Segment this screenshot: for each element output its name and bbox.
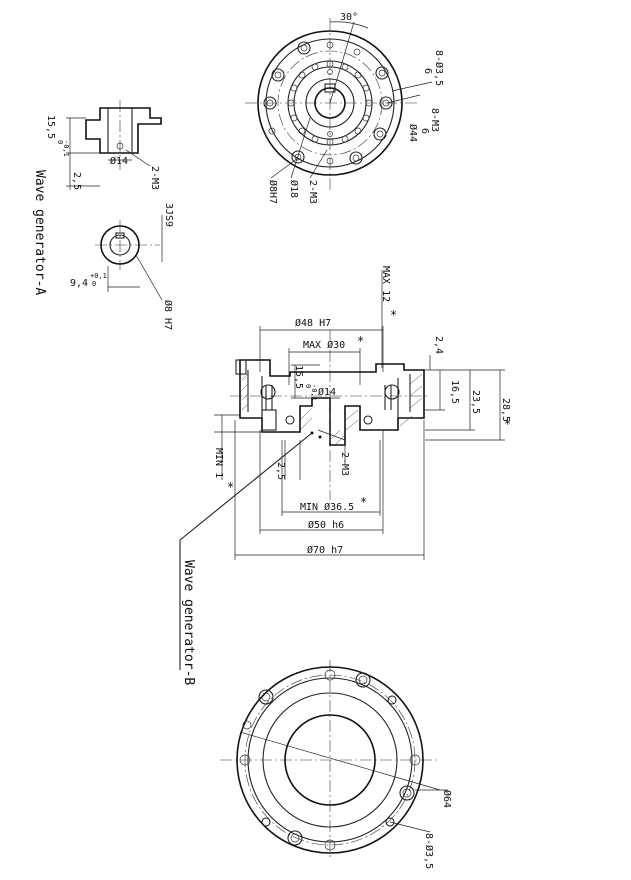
hole-leader bbox=[391, 81, 433, 92]
wga-title: Wave generator-A bbox=[32, 170, 47, 295]
wgb-title: Wave generator-B bbox=[181, 560, 196, 685]
bolt-depth-label: 6 bbox=[422, 68, 433, 74]
wga-hub-dia: Ø14 bbox=[110, 155, 128, 167]
section-view bbox=[179, 270, 505, 670]
dia-50: Ø50 h6 bbox=[308, 519, 344, 531]
section-taps: 2-M3 bbox=[339, 452, 350, 476]
wga-height: 15,5 bbox=[45, 115, 56, 139]
wga-tol-upper: 0 bbox=[56, 140, 64, 144]
bore-fit-label: Ø8H7 bbox=[267, 180, 279, 204]
star-2: * bbox=[357, 334, 364, 348]
dim-24: 2,4 bbox=[433, 336, 444, 354]
flange-step-circle bbox=[265, 38, 395, 168]
tapped-depth-label: 6 bbox=[419, 128, 430, 134]
wga-keyway: 3JS9 bbox=[163, 203, 174, 227]
star-5: * bbox=[360, 495, 367, 509]
bearing-balls bbox=[287, 60, 373, 146]
bolt-holes-large bbox=[263, 41, 393, 165]
wga-taps: 2-M3 bbox=[149, 166, 160, 190]
bottom-holes-label: 8-Ø3,5 bbox=[423, 833, 435, 869]
keyway bbox=[324, 83, 336, 93]
star-3: * bbox=[504, 417, 511, 431]
dim-155-tol-upper: 0 bbox=[304, 384, 312, 388]
dim-25: 2,5 bbox=[275, 462, 286, 480]
min-dia: MIN Ø36.5 bbox=[300, 501, 354, 513]
dim-155-tol-lower: -0,1 bbox=[310, 384, 318, 401]
bore-circle bbox=[314, 87, 346, 119]
bottom-pcd: Ø64 bbox=[441, 790, 453, 808]
dim-155: 15,5 bbox=[293, 365, 304, 389]
section-hatching bbox=[241, 373, 423, 446]
max-12: MAX 12 bbox=[380, 266, 391, 302]
dia-48: Ø48 H7 bbox=[295, 317, 331, 329]
small-holes bbox=[268, 41, 361, 165]
pcd-small-label: Ø44 bbox=[407, 124, 419, 142]
dia-14: Ø14 bbox=[318, 386, 336, 398]
wave-generator-a-side bbox=[66, 100, 162, 190]
outer-flange-circle bbox=[257, 30, 403, 176]
angle-label: 30° bbox=[340, 12, 358, 23]
bottom-holes bbox=[239, 669, 421, 851]
hub-taps-label: 2-M3 bbox=[307, 180, 318, 204]
min-1: MIN 1 bbox=[213, 448, 224, 478]
dim-165: 16,5 bbox=[449, 380, 460, 404]
leader-taps bbox=[309, 149, 328, 179]
star-4: * bbox=[227, 480, 234, 494]
leader-bore bbox=[270, 157, 299, 179]
tap-leader bbox=[386, 94, 421, 104]
wga-key-tol-upper: +0,1 bbox=[90, 272, 107, 280]
dim-235: 23,5 bbox=[470, 390, 481, 414]
hub-circle bbox=[305, 78, 355, 128]
max-bore: MAX Ø30 bbox=[303, 339, 345, 351]
dim-285: 28,5 bbox=[500, 398, 511, 422]
wave-generator-a-end bbox=[95, 215, 163, 301]
leader-hub bbox=[290, 117, 311, 179]
wga-bore: Ø8 H7 bbox=[162, 300, 174, 330]
wga-key-tol-lower: 0 bbox=[92, 280, 96, 288]
angle-arc bbox=[329, 21, 369, 29]
top-end-view bbox=[245, 18, 433, 190]
star-1: * bbox=[390, 308, 397, 322]
hub-dia-label: Ø18 bbox=[288, 180, 300, 198]
wga-tol-lower: -0,1 bbox=[62, 140, 70, 157]
bolt-holes-label: 8-Ø3,5 bbox=[433, 50, 445, 86]
wga-offset: 2,5 bbox=[71, 172, 82, 190]
wga-key-depth: 9,4 bbox=[70, 278, 88, 289]
dia-70: Ø70 h7 bbox=[307, 544, 343, 556]
pitch-circle bbox=[277, 50, 383, 156]
tapped-holes-label: 8-M3 bbox=[429, 108, 440, 132]
bottom-flange-view bbox=[220, 660, 448, 860]
